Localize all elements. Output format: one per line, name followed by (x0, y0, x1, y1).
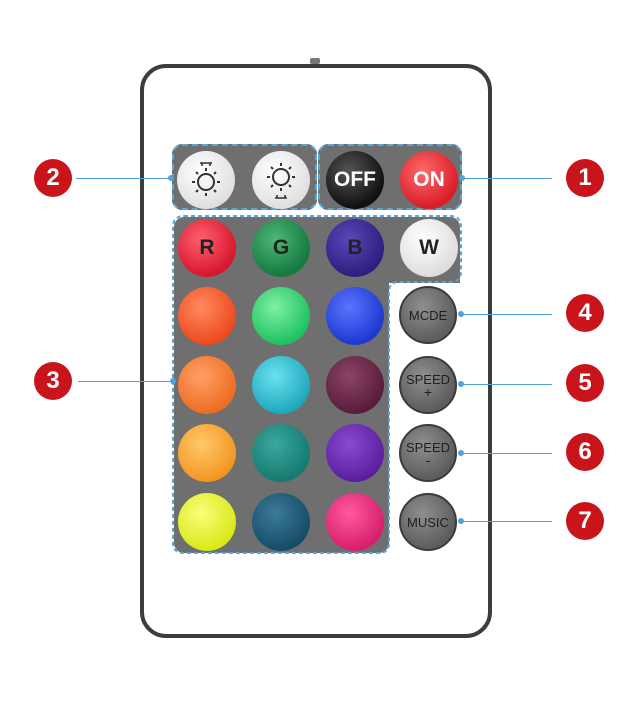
callout-badge-2: 2 (34, 159, 72, 197)
color-button-cyan[interactable] (252, 356, 310, 414)
color-button-royal-blue[interactable] (326, 287, 384, 345)
speed-up-sign: + (423, 383, 433, 400)
leader-line-5 (460, 384, 552, 385)
callout-number-3: 3 (46, 367, 60, 394)
blue-label: B (347, 236, 363, 259)
callout-badge-6: 6 (566, 433, 604, 471)
color-button-teal[interactable] (252, 424, 310, 482)
callout-number-6: 6 (578, 438, 592, 465)
callout-number-5: 5 (578, 369, 592, 396)
callout-badge-4: 4 (566, 294, 604, 332)
red-label: R (199, 236, 215, 259)
music-button[interactable]: MUSIC (399, 493, 457, 551)
speed-down-button[interactable]: SPEED - (399, 424, 457, 482)
white-button[interactable]: W (400, 219, 458, 277)
callout-number-2: 2 (46, 164, 60, 191)
leader-dot-1 (459, 175, 465, 181)
red-button[interactable]: R (178, 219, 236, 277)
color-button-steel-blue[interactable] (252, 493, 310, 551)
callout-badge-5: 5 (566, 364, 604, 402)
on-button[interactable]: ON (400, 151, 458, 209)
ir-emitter (310, 58, 320, 64)
callout-badge-7: 7 (566, 502, 604, 540)
callout-badge-3: 3 (34, 362, 72, 400)
leader-dot-2 (168, 175, 174, 181)
brightness-up-button[interactable] (177, 151, 235, 209)
sun-up-icon (192, 162, 220, 196)
color-button-purple[interactable] (326, 424, 384, 482)
color-button-plum[interactable] (326, 356, 384, 414)
color-button-orange-red[interactable] (178, 287, 236, 345)
leader-line-3 (78, 381, 174, 382)
on-label: ON (413, 168, 445, 191)
callout-number-1: 1 (578, 164, 592, 191)
brightness-down-button[interactable] (252, 151, 310, 209)
leader-dot-7 (458, 518, 464, 524)
leader-line-6 (460, 453, 552, 454)
callout-number-7: 7 (578, 507, 592, 534)
color-button-light-green[interactable] (252, 287, 310, 345)
leader-dot-6 (458, 450, 464, 456)
music-label: MUSIC (407, 514, 449, 530)
color-button-yellow[interactable] (178, 493, 236, 551)
callout-number-4: 4 (578, 299, 592, 326)
speed-down-sign: - (425, 451, 431, 468)
speed-up-button[interactable]: SPEED + (399, 356, 457, 414)
leader-dot-3 (170, 378, 176, 384)
sun-down-icon (267, 163, 295, 199)
speed-up-label: SPEED (405, 371, 451, 387)
color-button-pink[interactable] (326, 493, 384, 551)
callout-badge-1: 1 (566, 159, 604, 197)
leader-line-1 (462, 178, 552, 179)
leader-line-4 (460, 314, 552, 315)
green-button[interactable]: G (252, 219, 310, 277)
mode-label: MCDE (408, 307, 448, 323)
color-button-amber[interactable] (178, 424, 236, 482)
leader-dot-5 (458, 381, 464, 387)
off-label: OFF (334, 168, 376, 191)
off-button[interactable]: OFF (326, 151, 384, 209)
speed-down-label: SPEED (405, 439, 451, 455)
leader-dot-4 (458, 311, 464, 317)
mode-button[interactable]: MCDE (399, 286, 457, 344)
color-button-orange[interactable] (178, 356, 236, 414)
leader-line-7 (460, 521, 552, 522)
white-label: W (419, 236, 439, 259)
green-label: G (272, 236, 290, 259)
leader-line-2 (76, 178, 172, 179)
blue-button[interactable]: B (326, 219, 384, 277)
